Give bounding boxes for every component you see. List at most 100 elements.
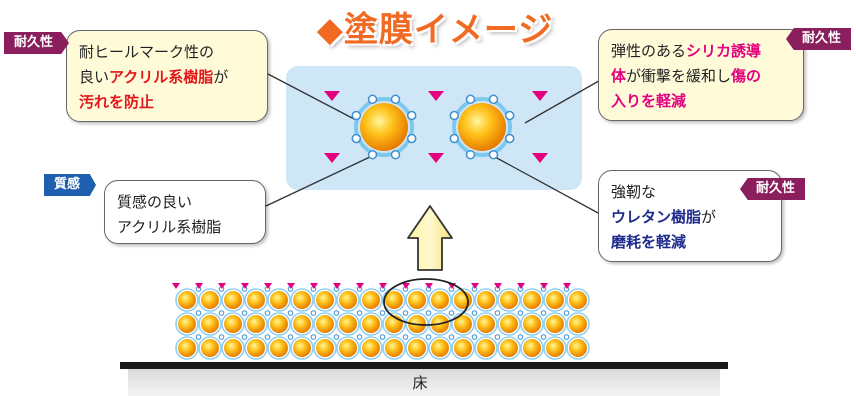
- silica-bead: [494, 334, 501, 340]
- silica-bead: [351, 110, 362, 121]
- silica-bead: [488, 94, 499, 105]
- silica-triangle: [241, 283, 249, 289]
- silica-bead: [390, 94, 401, 105]
- particle: [247, 339, 265, 357]
- particle-ring: [520, 312, 544, 336]
- callout-text: ウレタン樹脂: [611, 208, 702, 226]
- silica-bead: [195, 310, 202, 316]
- callout-line: アクリル系樹脂: [117, 215, 253, 240]
- particle-ring: [451, 288, 475, 312]
- particle: [224, 291, 242, 309]
- silica-bead: [379, 334, 386, 340]
- silica-bead: [471, 310, 478, 316]
- silica-bead: [406, 110, 417, 121]
- callout-text: 磨耗を軽減: [611, 233, 687, 251]
- silica-triangle: [218, 283, 226, 289]
- coating-layer: [172, 283, 590, 360]
- silica-bead: [402, 310, 409, 316]
- particle: [454, 315, 472, 333]
- callout-text: 質感の良い: [117, 193, 193, 211]
- silica-bead: [218, 310, 225, 316]
- particle: [201, 315, 219, 333]
- particle: [546, 315, 564, 333]
- callout-line: 耐ヒールマーク性の: [79, 40, 255, 65]
- silica-bead: [356, 310, 363, 316]
- silica-bead: [310, 310, 317, 316]
- callout-text: が: [701, 208, 717, 226]
- silica-triangle: [324, 153, 340, 163]
- silica-triangle: [324, 91, 340, 101]
- particle: [385, 339, 403, 357]
- particle: [316, 291, 334, 309]
- particle: [500, 291, 518, 309]
- callout-line: ウレタン樹脂が: [611, 205, 769, 230]
- particle-ring: [428, 288, 452, 312]
- silica-bead: [241, 310, 248, 316]
- particle: [454, 339, 472, 357]
- callout-line: 汚れを防止: [79, 90, 255, 115]
- silica-bead: [379, 310, 386, 316]
- callout-text: 汚れを防止: [79, 93, 155, 111]
- silica-triangle: [563, 283, 571, 289]
- particle-ring: [313, 336, 337, 360]
- silica-bead: [449, 133, 460, 144]
- particle: [523, 315, 541, 333]
- particle: [408, 291, 426, 309]
- particle: [523, 339, 541, 357]
- particle-ring: [405, 288, 429, 312]
- callout-line: 体が衝撃を緩和し傷の: [611, 64, 791, 89]
- particle-ring: [313, 312, 337, 336]
- silica-bead: [287, 310, 294, 316]
- silica-bead: [351, 133, 362, 144]
- callout-line: 入りを軽減: [611, 89, 791, 114]
- silica-triangle: [425, 283, 433, 289]
- callout-line: 良いアクリル系樹脂が: [79, 65, 255, 90]
- particle-ring: [290, 288, 314, 312]
- silica-bead: [241, 334, 248, 340]
- silica-bead: [367, 94, 378, 105]
- callout-text: シリカ誘導: [686, 42, 762, 60]
- particle: [362, 339, 380, 357]
- particle-ring: [497, 312, 521, 336]
- silica-bead: [367, 149, 378, 160]
- silica-triangle: [379, 283, 387, 289]
- particle: [569, 315, 587, 333]
- particle-ring: [566, 336, 590, 360]
- particle: [362, 291, 380, 309]
- particle: [293, 291, 311, 309]
- particle: [477, 291, 495, 309]
- particle-ring: [566, 312, 590, 336]
- particle-ring: [359, 288, 383, 312]
- floor-label: 床: [412, 374, 428, 392]
- particle-ring: [290, 336, 314, 360]
- silica-bead: [517, 310, 524, 316]
- silica-bead: [448, 334, 455, 340]
- silica-bead: [356, 334, 363, 340]
- callout-text: が衝撃を緩和し: [626, 67, 732, 85]
- particle: [247, 315, 265, 333]
- particle-ring: [198, 288, 222, 312]
- particle: [569, 291, 587, 309]
- silica-triangle: [333, 283, 341, 289]
- leader-line: [265, 155, 373, 207]
- durability-tag: 耐久性: [786, 28, 852, 50]
- particle: [293, 315, 311, 333]
- silica-bead: [218, 334, 225, 340]
- particle-ring: [336, 288, 360, 312]
- particle-ring: [221, 288, 245, 312]
- particle-ring: [428, 336, 452, 360]
- floor-top: [120, 362, 728, 369]
- particle: [569, 339, 587, 357]
- silica-bead: [310, 334, 317, 340]
- silica-triangle: [517, 283, 525, 289]
- silica-triangle: [402, 283, 410, 289]
- callout-text: 入りを軽減: [611, 92, 687, 110]
- particle: [316, 339, 334, 357]
- particle: [201, 339, 219, 357]
- particle: [500, 315, 518, 333]
- particle: [523, 291, 541, 309]
- particle: [201, 291, 219, 309]
- silica-bead: [465, 149, 476, 160]
- callout-mid-left: 質感の良いアクリル系樹脂: [104, 180, 266, 244]
- zoom-particles: [354, 97, 512, 157]
